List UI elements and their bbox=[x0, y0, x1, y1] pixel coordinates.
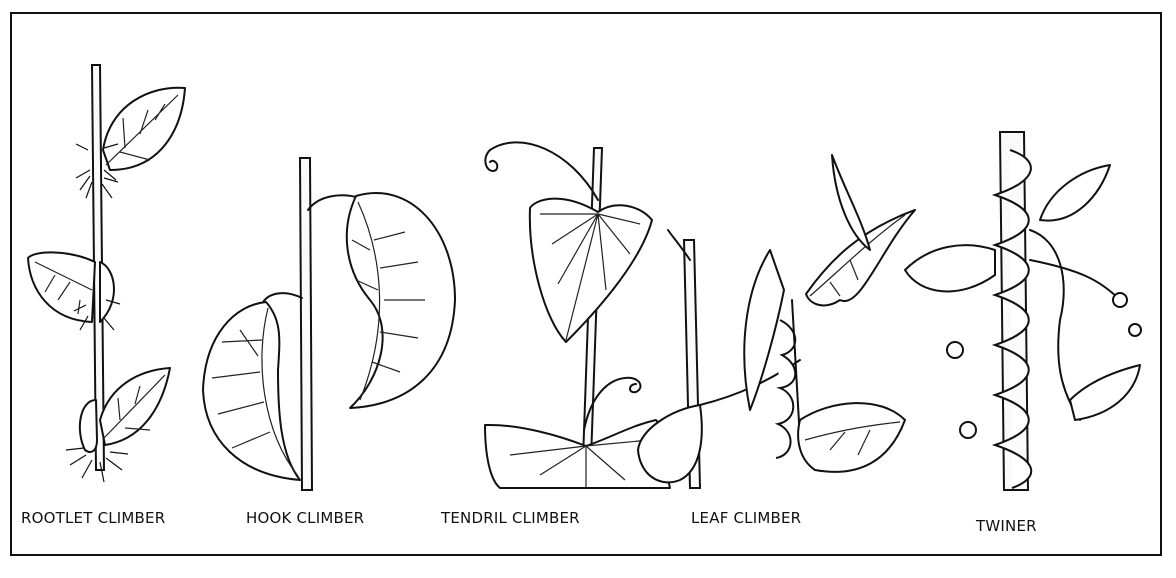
rootlet-leaf-5 bbox=[80, 400, 97, 452]
leaf-climber-label: LEAF CLIMBER bbox=[691, 509, 801, 527]
twiner-label: TWINER bbox=[976, 517, 1037, 535]
tendril-coil-upper bbox=[485, 142, 598, 200]
tendril-climber-drawing bbox=[485, 142, 670, 488]
hook-curve bbox=[262, 293, 302, 304]
rootlet-climber-label: ROOTLET CLIMBER bbox=[21, 509, 165, 527]
leaf-climber-leaf-left bbox=[744, 250, 784, 410]
hook-climber-drawing bbox=[203, 158, 455, 490]
twiner-leaf-top-right bbox=[1040, 165, 1110, 221]
hook-leaf-lower bbox=[203, 302, 300, 480]
twiner-bud-2 bbox=[1129, 324, 1141, 336]
tendril-climber-label: TENDRIL CLIMBER bbox=[441, 509, 580, 527]
rootlet-leaf-3 bbox=[100, 262, 114, 322]
leaf-climber-drawing bbox=[638, 155, 915, 488]
leaf-climber-leaf-bottom-left bbox=[638, 405, 702, 482]
leaf-climber-leaf-spike bbox=[832, 155, 870, 250]
hook-climber-label: HOOK CLIMBER bbox=[246, 509, 364, 527]
twiner-leaf-bottom-right bbox=[1070, 365, 1140, 420]
twiner-bud-3 bbox=[947, 342, 963, 358]
twiner-bud-4 bbox=[960, 422, 976, 438]
twiner-leaf-left bbox=[905, 245, 995, 291]
leaf-climber-coil bbox=[776, 320, 795, 458]
twiner-bud-1 bbox=[1113, 293, 1127, 307]
twiner-drawing bbox=[905, 132, 1141, 490]
rootlet-climber-drawing bbox=[28, 65, 185, 482]
